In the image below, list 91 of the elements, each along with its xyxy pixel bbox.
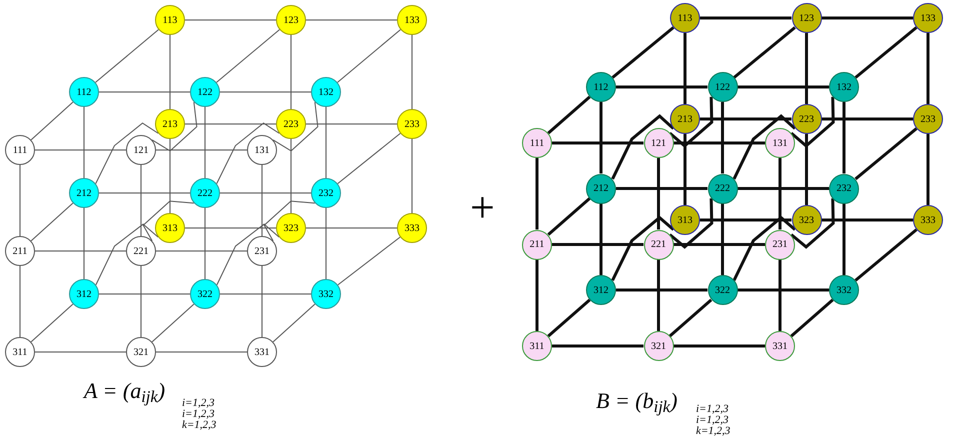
connector-line xyxy=(854,127,918,180)
connector-line xyxy=(140,266,142,338)
connector-line xyxy=(30,304,74,342)
connector-line xyxy=(822,16,913,20)
index-range: i=1,2,3 xyxy=(696,404,728,415)
connector-line xyxy=(674,344,765,348)
connector-line xyxy=(668,96,714,148)
connector-line xyxy=(34,250,126,252)
connector-line xyxy=(790,198,835,249)
connector-line xyxy=(778,260,782,331)
connector-line xyxy=(657,158,660,230)
connector-line xyxy=(805,33,808,104)
connector-line xyxy=(616,187,708,190)
connector-line xyxy=(611,216,674,282)
connector-line xyxy=(552,344,644,348)
connector-line xyxy=(926,33,930,104)
connector-line xyxy=(95,122,159,184)
connector-line xyxy=(674,243,765,246)
connector-line xyxy=(552,243,644,246)
connector-line xyxy=(552,142,644,144)
connector-line xyxy=(684,33,686,104)
connector-line xyxy=(547,298,591,338)
index-range: k=1,2,3 xyxy=(696,426,730,437)
connector-line xyxy=(738,288,829,292)
connector-line xyxy=(204,208,206,280)
connector-line xyxy=(668,298,712,338)
connector-line xyxy=(264,200,316,242)
connector-line xyxy=(854,26,918,79)
connector-line xyxy=(337,236,401,286)
connector-line xyxy=(854,228,918,282)
connector-line xyxy=(738,187,829,190)
connector-line xyxy=(738,86,829,88)
connector-line xyxy=(337,29,401,83)
index-range: i=1,2,3 xyxy=(182,409,214,420)
connector-line xyxy=(95,224,159,286)
connector-line xyxy=(926,134,930,205)
connector-line xyxy=(732,114,796,180)
connector-line xyxy=(337,132,401,184)
index-range: i=1,2,3 xyxy=(182,398,214,409)
connector-line xyxy=(140,164,142,236)
connector-line xyxy=(216,224,280,286)
connector-line xyxy=(616,86,708,88)
connector-line xyxy=(547,96,591,134)
connector-line xyxy=(600,204,602,275)
connector-line xyxy=(657,260,660,331)
connector-line xyxy=(95,29,159,83)
connector-line xyxy=(216,122,280,184)
connector-line xyxy=(272,304,316,342)
connector-line xyxy=(700,218,792,222)
connector-line xyxy=(612,26,674,79)
connector-line xyxy=(842,204,846,275)
connector-line xyxy=(156,250,248,252)
connector-line xyxy=(536,260,538,331)
connector-line xyxy=(220,192,312,194)
connector-line xyxy=(30,102,74,140)
connector-line xyxy=(721,102,724,174)
connector-line xyxy=(732,216,796,282)
connector-line xyxy=(700,16,792,20)
connector-line xyxy=(600,102,602,174)
connector-line xyxy=(790,96,835,148)
connector-line xyxy=(684,134,686,205)
connector-line xyxy=(790,298,834,338)
connector-line xyxy=(822,118,913,120)
connector-line xyxy=(611,114,674,180)
connector-line xyxy=(721,204,724,275)
connector-line xyxy=(616,288,708,292)
connector-line xyxy=(272,102,318,152)
formula: B = (b$_{ijk}$) xyxy=(596,387,678,417)
connector-line xyxy=(700,118,792,120)
connector-line xyxy=(547,197,591,236)
plus-sign: + xyxy=(470,186,495,230)
formula: A = (a$_{ijk}$) xyxy=(84,377,166,407)
connector-line xyxy=(290,138,292,214)
connector-line xyxy=(674,142,765,144)
index-range: k=1,2,3 xyxy=(182,420,216,431)
connector-line xyxy=(216,29,280,83)
connector-line xyxy=(152,304,194,342)
connector-line xyxy=(805,134,808,205)
connector-line xyxy=(822,218,913,222)
connector-line xyxy=(98,192,190,194)
connector-line xyxy=(536,158,538,230)
connector-line xyxy=(30,202,74,242)
connector-line xyxy=(290,34,292,110)
connector-line xyxy=(668,198,714,249)
connector-line xyxy=(142,200,194,242)
index-range: i=1,2,3 xyxy=(696,415,728,426)
connector-line xyxy=(204,106,206,178)
connector-line xyxy=(842,102,846,174)
connector-line xyxy=(778,158,782,230)
connector-line xyxy=(152,102,198,152)
connector-line xyxy=(733,26,796,79)
